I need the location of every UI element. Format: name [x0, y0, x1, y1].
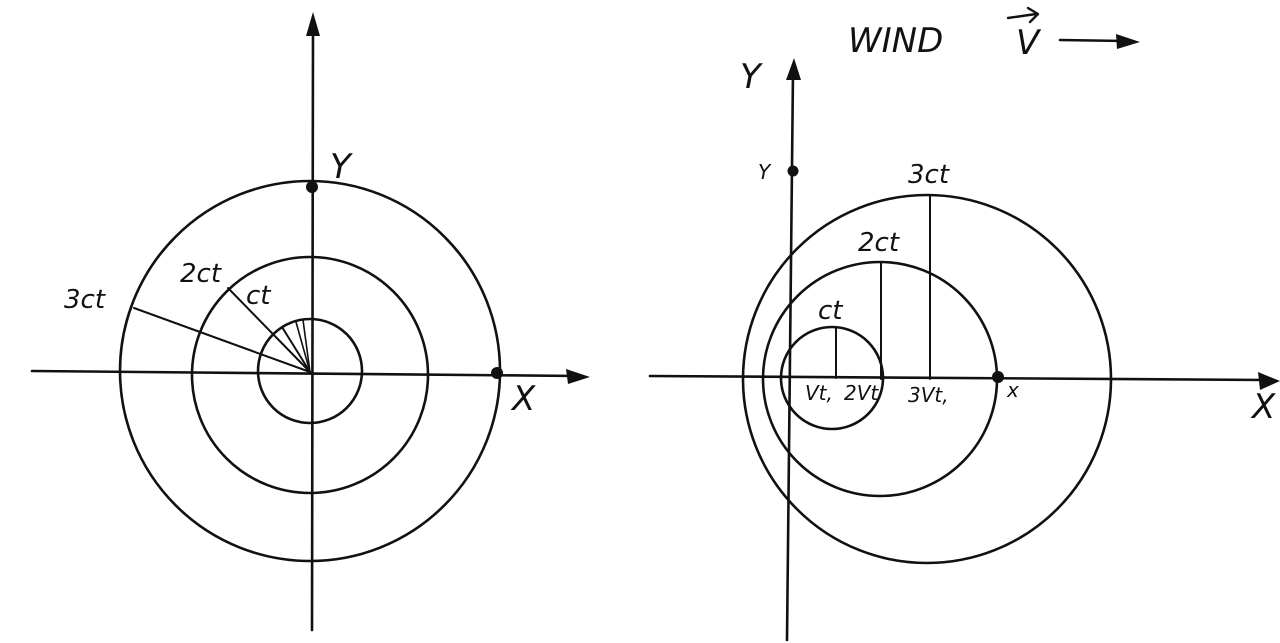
right-label-3ct: 3ct [908, 160, 950, 190]
wind-vector-overarrow [1006, 12, 1038, 20]
right-y-axis-label: Y [740, 57, 763, 97]
right-panel: WIND V Y Y X x ct 2ct 3ct Vt, 2Vt 3Vt, [648, 6, 1280, 642]
left-panel: Y X 3ct 2ct ct [30, 12, 590, 632]
right-y-axis [785, 70, 795, 642]
wind-direction-arrowhead [1116, 34, 1140, 49]
left-y-point-label: Y [330, 147, 353, 187]
left-y-intercept-dot [306, 181, 318, 193]
right-label-ct: ct [818, 296, 843, 326]
left-wavefront-ct [256, 317, 364, 425]
right-x-axis-arrowhead [1258, 372, 1280, 390]
left-radius-3ct [133, 307, 311, 373]
right-y-point-label: Y [758, 160, 772, 184]
left-x-axis-label: X [510, 379, 536, 419]
right-label-2vt: 2Vt [844, 381, 879, 405]
right-x-intercept-dot [992, 371, 1004, 383]
left-radius-small-b [302, 319, 311, 373]
right-x-axis-label: X [1250, 387, 1276, 427]
right-label-2ct: 2ct [858, 228, 900, 258]
left-label-3ct: 3ct [64, 285, 106, 315]
left-label-2ct: 2ct [180, 259, 222, 289]
left-x-intercept-dot [491, 367, 503, 379]
right-y-axis-arrowhead [786, 58, 801, 80]
left-radius-ct [281, 326, 311, 373]
left-x-axis [30, 369, 580, 378]
left-wavefront-2ct [190, 255, 430, 495]
left-y-axis-arrowhead [306, 12, 320, 36]
right-x-point-label: x [1006, 378, 1019, 402]
wind-direction-arrow [1058, 38, 1127, 43]
right-wavefront-3ct [741, 193, 1113, 565]
right-label-3vt1: 3Vt, [908, 383, 949, 407]
right-x-axis [648, 374, 1268, 382]
left-y-axis [310, 22, 315, 632]
right-label-vt1: Vt, [805, 381, 833, 405]
left-radius-small-a [295, 321, 311, 373]
right-wavefront-ct [779, 325, 885, 431]
left-radius-2ct [227, 287, 311, 373]
wind-vector-overarrow-head [1026, 6, 1040, 24]
wind-label: WIND [848, 21, 943, 61]
left-label-ct: ct [246, 281, 271, 311]
right-y-intercept-dot [787, 165, 799, 177]
left-x-axis-arrowhead [566, 369, 590, 384]
wind-vector-symbol: V [1016, 23, 1042, 63]
